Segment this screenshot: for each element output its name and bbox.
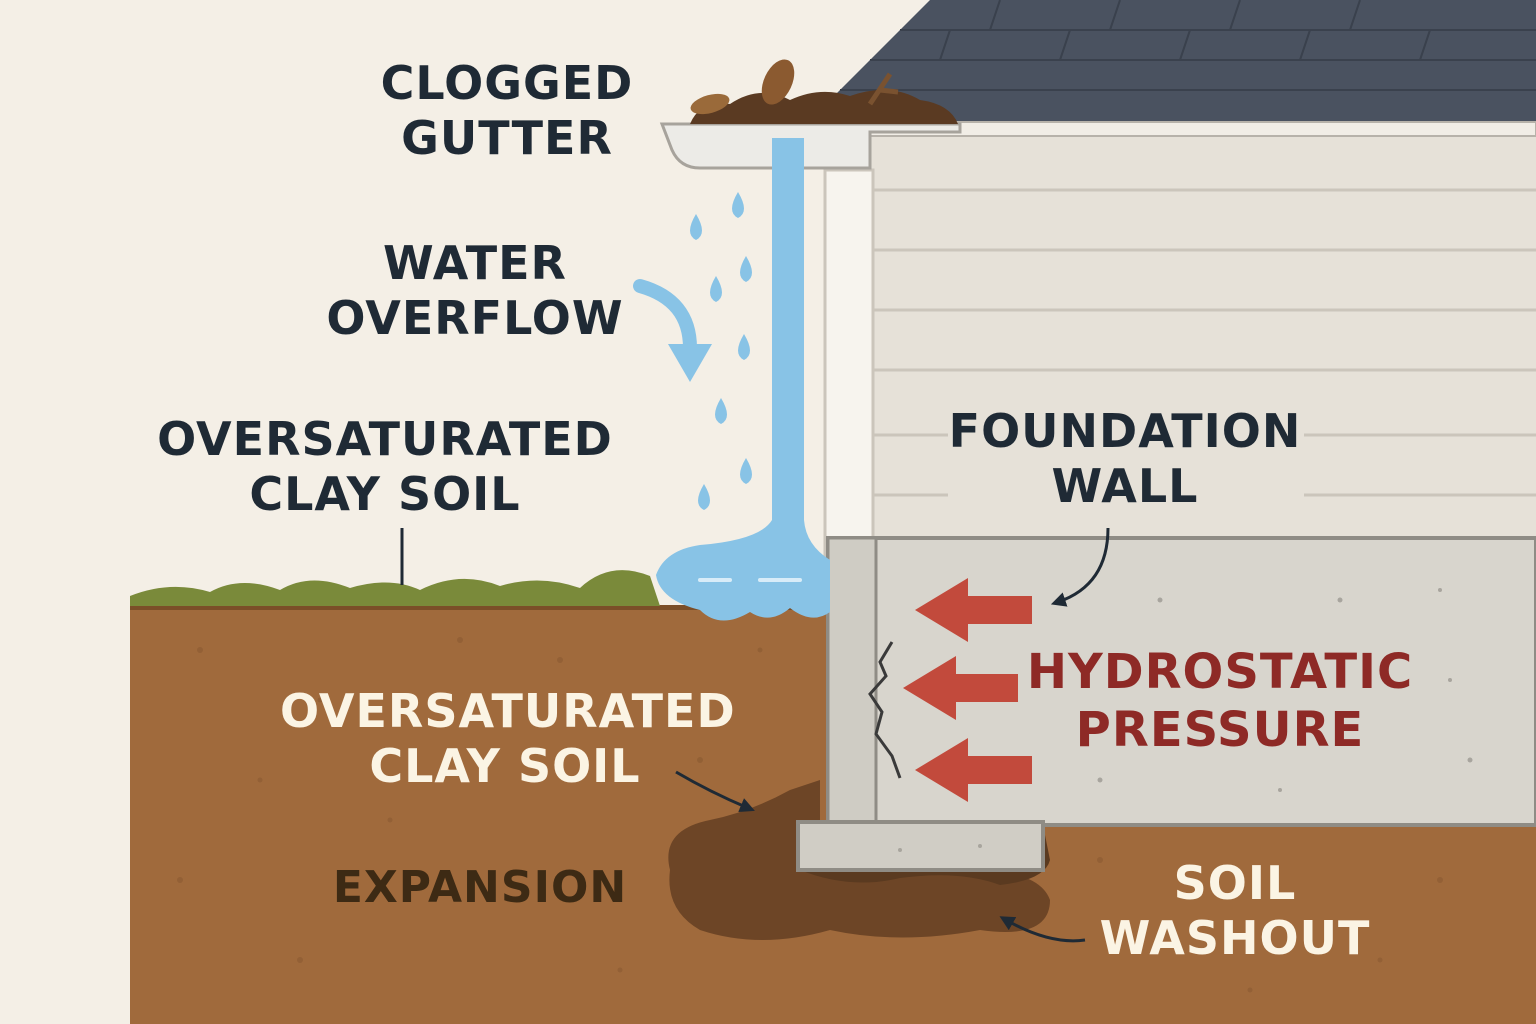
label-oversaturated-clay-soil-top: OVERSATURATED CLAY SOIL: [157, 412, 613, 522]
label-water-overflow: WATER OVERFLOW: [326, 236, 624, 346]
label-expansion: EXPANSION: [332, 862, 628, 913]
label-soil-washout: SOIL WASHOUT: [1099, 856, 1371, 966]
curved-pointer-arrow-icon: [1050, 527, 1110, 607]
water-drop-icon: [690, 192, 752, 510]
water-overflow-stream: [656, 138, 830, 621]
gutter-debris-icon: [690, 59, 958, 124]
label-foundation-wall: FOUNDATION WALL: [948, 404, 1302, 514]
foundation-label-backing: [948, 408, 1304, 528]
curved-pointer-arrow-icon: [675, 770, 755, 813]
roof: [789, 0, 1536, 137]
label-oversaturated-clay-soil: OVERSATURATED CLAY SOIL: [280, 684, 736, 794]
label-hydrostatic-pressure: HYDROSTATIC PRESSURE: [1026, 644, 1414, 758]
overflow-arrow-icon: [633, 279, 712, 382]
expansion-zone: [668, 780, 1050, 940]
gutter: [659, 122, 962, 170]
curved-pointer-arrow-icon: [999, 916, 1086, 943]
label-clogged-gutter: CLOGGED GUTTER: [380, 56, 634, 166]
grass-strip: [130, 570, 660, 606]
crack-icon: [868, 641, 902, 779]
pressure-arrow-icon: [903, 578, 1032, 802]
